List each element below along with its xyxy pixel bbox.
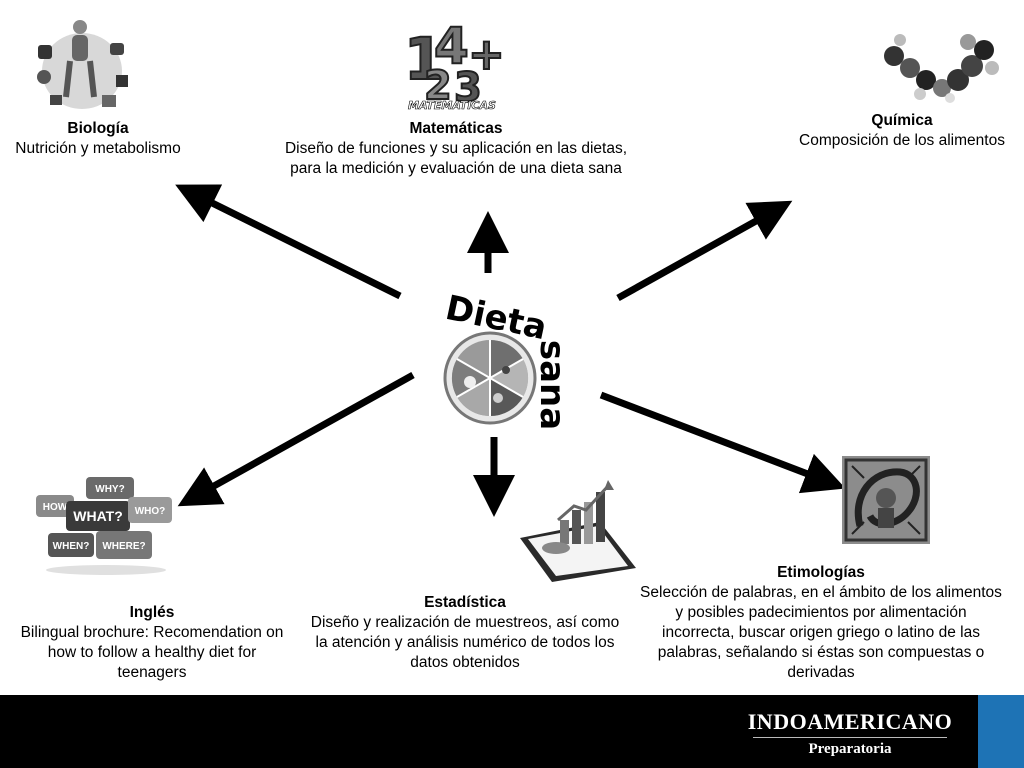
etimologias-title: Etimologías: [777, 564, 865, 581]
matematicas-block: Matemáticas Diseño de funciones y su apl…: [283, 119, 629, 179]
molecule-icon: [884, 34, 999, 103]
svg-text:+: +: [468, 29, 505, 80]
quimica-title: Química: [871, 112, 933, 129]
footer-bar: [0, 695, 1024, 768]
matematicas-desc: Diseño de funciones y su aplicación en l…: [284, 140, 628, 177]
svg-text:4: 4: [434, 17, 469, 75]
matematicas-title: Matemáticas: [409, 120, 503, 137]
brand-subtitle: Preparatoria: [808, 741, 892, 757]
bubble-where: WHERE?: [102, 541, 145, 552]
svg-text:1: 1: [404, 25, 444, 93]
biologia-desc: Nutrición y metabolismo: [15, 140, 181, 157]
arrow-ingles: [177, 371, 415, 507]
center-title-sana: sana: [532, 339, 573, 431]
illuminated-manuscript-icon: [842, 456, 930, 544]
footer-accent-block: [978, 695, 1024, 768]
bubble-who: WHO?: [135, 506, 166, 517]
brand-name: INDOAMERICANO: [747, 709, 953, 734]
biologia-block: Biología Nutrición y metabolismo: [0, 119, 196, 159]
estadistica-title: Estadística: [424, 594, 506, 611]
estadistica-block: Estadística Diseño y realización de mues…: [306, 593, 624, 673]
svg-text:2: 2: [424, 63, 452, 109]
svg-text:3: 3: [454, 65, 482, 111]
biology-fitness-icon: [37, 20, 128, 109]
estadistica-desc: Diseño y realización de muestreos, así c…: [310, 614, 620, 671]
ingles-desc: Bilingual brochure: Recomendation on how…: [20, 624, 284, 681]
ingles-block: Inglés Bilingual brochure: Recomendation…: [12, 603, 292, 683]
arrow-quimica: [616, 200, 793, 302]
arrow-etimologias: [599, 391, 846, 494]
mathematics-numbers-icon: 1 4 + 2 3 MATEMATICAS: [403, 16, 506, 112]
bubble-why: WHY?: [95, 484, 124, 495]
arrow-biologia: [175, 184, 402, 300]
svg-text:MATEMATICAS: MATEMATICAS: [408, 99, 496, 112]
brand-logo: INDOAMERICANO Preparatoria: [745, 709, 955, 758]
brand-divider: [753, 737, 947, 738]
bubble-what: WHAT?: [73, 508, 123, 524]
bubble-how: HOW: [43, 502, 68, 513]
quimica-block: Química Composición de los alimentos: [779, 111, 1024, 151]
ingles-title: Inglés: [129, 604, 175, 621]
healthy-plate-icon: [443, 331, 537, 425]
quimica-desc: Composición de los alimentos: [799, 132, 1005, 149]
etimologias-block: Etimologías Selección de palabras, en el…: [638, 563, 1004, 683]
bubble-when: WHEN?: [53, 541, 90, 552]
etimologias-desc: Selección de palabras, en el ámbito de l…: [640, 584, 1002, 681]
question-bubbles-icon: HOW WHY? WHAT? WHO? WHEN? WHERE?: [36, 477, 172, 575]
statistics-tablet-icon: [520, 480, 636, 582]
biologia-title: Biología: [67, 120, 129, 137]
